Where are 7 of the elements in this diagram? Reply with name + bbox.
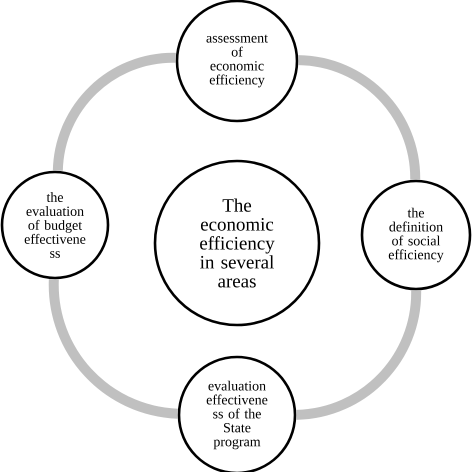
ring-arc bbox=[52, 52, 176, 172]
circle-node: the evaluation of budget effectivene ss bbox=[0, 170, 110, 280]
circle-node: The economic efficiency in several areas bbox=[154, 160, 320, 326]
ring-arc bbox=[48, 279, 178, 419]
ring-arc bbox=[298, 55, 420, 180]
ring-arc bbox=[296, 290, 422, 420]
circle-node: the definition of social efficiency bbox=[360, 180, 472, 290]
